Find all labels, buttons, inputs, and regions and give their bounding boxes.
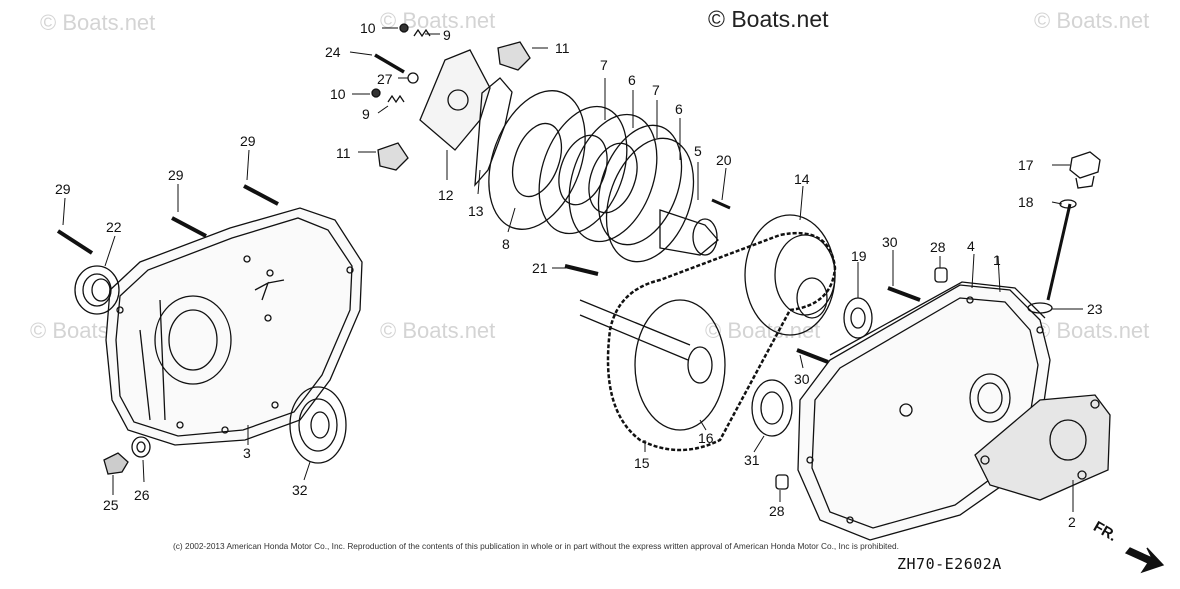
callout-label: 17: [1018, 157, 1034, 173]
callout-label: 6: [628, 72, 636, 88]
nut-part-10: [399, 23, 409, 33]
weight-part-11: [377, 142, 409, 171]
callout-label: 8: [502, 236, 510, 252]
callout-label: 26: [134, 487, 150, 503]
callout-label: 9: [362, 106, 370, 122]
callout-label: 24: [325, 44, 341, 60]
callout-label: 23: [1087, 301, 1103, 317]
watermark: © Boats.net: [1034, 8, 1150, 33]
callout-label: 10: [360, 20, 376, 36]
cover-plate-part-2: [974, 394, 1111, 501]
watermark: © Boats.net: [1034, 318, 1150, 343]
bearing-part-32: [289, 386, 347, 464]
bolt-part-30: [796, 348, 829, 364]
clutch-shoe-part-12: [419, 49, 491, 151]
washer-part-23: [1027, 302, 1053, 314]
callout-label: 3: [243, 445, 251, 461]
nut-part-10: [371, 88, 381, 98]
watermark: © Boats.net: [380, 318, 496, 343]
dowel-pin-part-28: [775, 474, 789, 490]
key-part-20: [711, 198, 731, 210]
brand-label: © Boats.net: [708, 6, 829, 32]
spring-part-9: [387, 94, 405, 104]
callout-label: 13: [468, 203, 484, 219]
watermark: © Boats.net: [380, 8, 496, 33]
callout-label: 28: [769, 503, 785, 519]
callout-label: 29: [168, 167, 184, 183]
callout-label: 29: [240, 133, 256, 149]
driven-sprocket-part-16: [579, 299, 726, 431]
clutch-plate-part-8: [488, 90, 586, 230]
left-cover-part-3: [105, 207, 363, 446]
gasket-part-4: [829, 281, 1046, 356]
copyright-notice: (c) 2002-2013 American Honda Motor Co., …: [173, 541, 899, 551]
callout-label: 19: [851, 248, 867, 264]
callout-label: 32: [292, 482, 308, 498]
oil-filler-cap-part-17: [1069, 151, 1101, 189]
washer-part-26: [131, 436, 151, 458]
callout-label: 27: [377, 71, 393, 87]
steel-plate-part-7: [538, 105, 628, 235]
callout-label: 5: [694, 143, 702, 159]
callout-label: 31: [744, 452, 760, 468]
gear-case-part-1: [797, 284, 1051, 541]
bolt-part-29: [243, 184, 279, 206]
callout-label: 7: [600, 57, 608, 73]
bolt-part-29: [171, 216, 207, 238]
weight-part-11: [497, 41, 531, 71]
callout-label: 14: [794, 171, 810, 187]
watermark: © Boats.net: [40, 10, 156, 35]
callout-label: 15: [634, 455, 650, 471]
callout-label: 7: [652, 82, 660, 98]
callout-label: 21: [532, 260, 548, 276]
front-direction-arrow-icon: [1124, 547, 1165, 574]
bearing-part-31: [751, 379, 793, 437]
callout-label: 30: [882, 234, 898, 250]
drive-hub-part-5: [605, 137, 719, 263]
bolt-part-30: [887, 286, 921, 302]
callout-label: 4: [967, 238, 975, 254]
callout-label: 11: [555, 40, 570, 56]
dipstick-part-18: [1046, 203, 1072, 301]
spring-part-9: [413, 28, 431, 38]
callout-label: 12: [438, 187, 454, 203]
chain-part-15: [606, 231, 837, 452]
friction-plate-part-6: [568, 113, 658, 243]
dowel-pin-part-28: [934, 267, 948, 283]
callout-label: 2: [1068, 514, 1076, 530]
bearing-part-19: [843, 297, 873, 339]
callout-label: 10: [330, 86, 346, 102]
callout-label: 30: [794, 371, 810, 387]
callout-label: 29: [55, 181, 71, 197]
bolt-part-29: [56, 229, 94, 255]
callout-label: 20: [716, 152, 732, 168]
callout-label: 9: [443, 27, 451, 43]
callout-label: 1: [993, 252, 1001, 268]
drain-bolt-part-25: [103, 452, 129, 475]
callout-label: 28: [930, 239, 946, 255]
key-part-21: [564, 264, 599, 276]
callout-label: 18: [1018, 194, 1034, 210]
callout-label: 22: [106, 219, 122, 235]
callout-label: 6: [675, 101, 683, 117]
diagram-code: ZH70-E2602A: [897, 555, 1002, 573]
washer-part-27: [407, 72, 419, 84]
callout-label: 11: [336, 145, 351, 161]
callout-label: 25: [103, 497, 119, 513]
oil-seal-part-22: [74, 265, 120, 315]
callout-label: 16: [698, 430, 714, 446]
steel-plate-part-7: [597, 124, 683, 246]
leader-lines: [62, 27, 1083, 512]
bolt-part-24: [374, 53, 405, 74]
